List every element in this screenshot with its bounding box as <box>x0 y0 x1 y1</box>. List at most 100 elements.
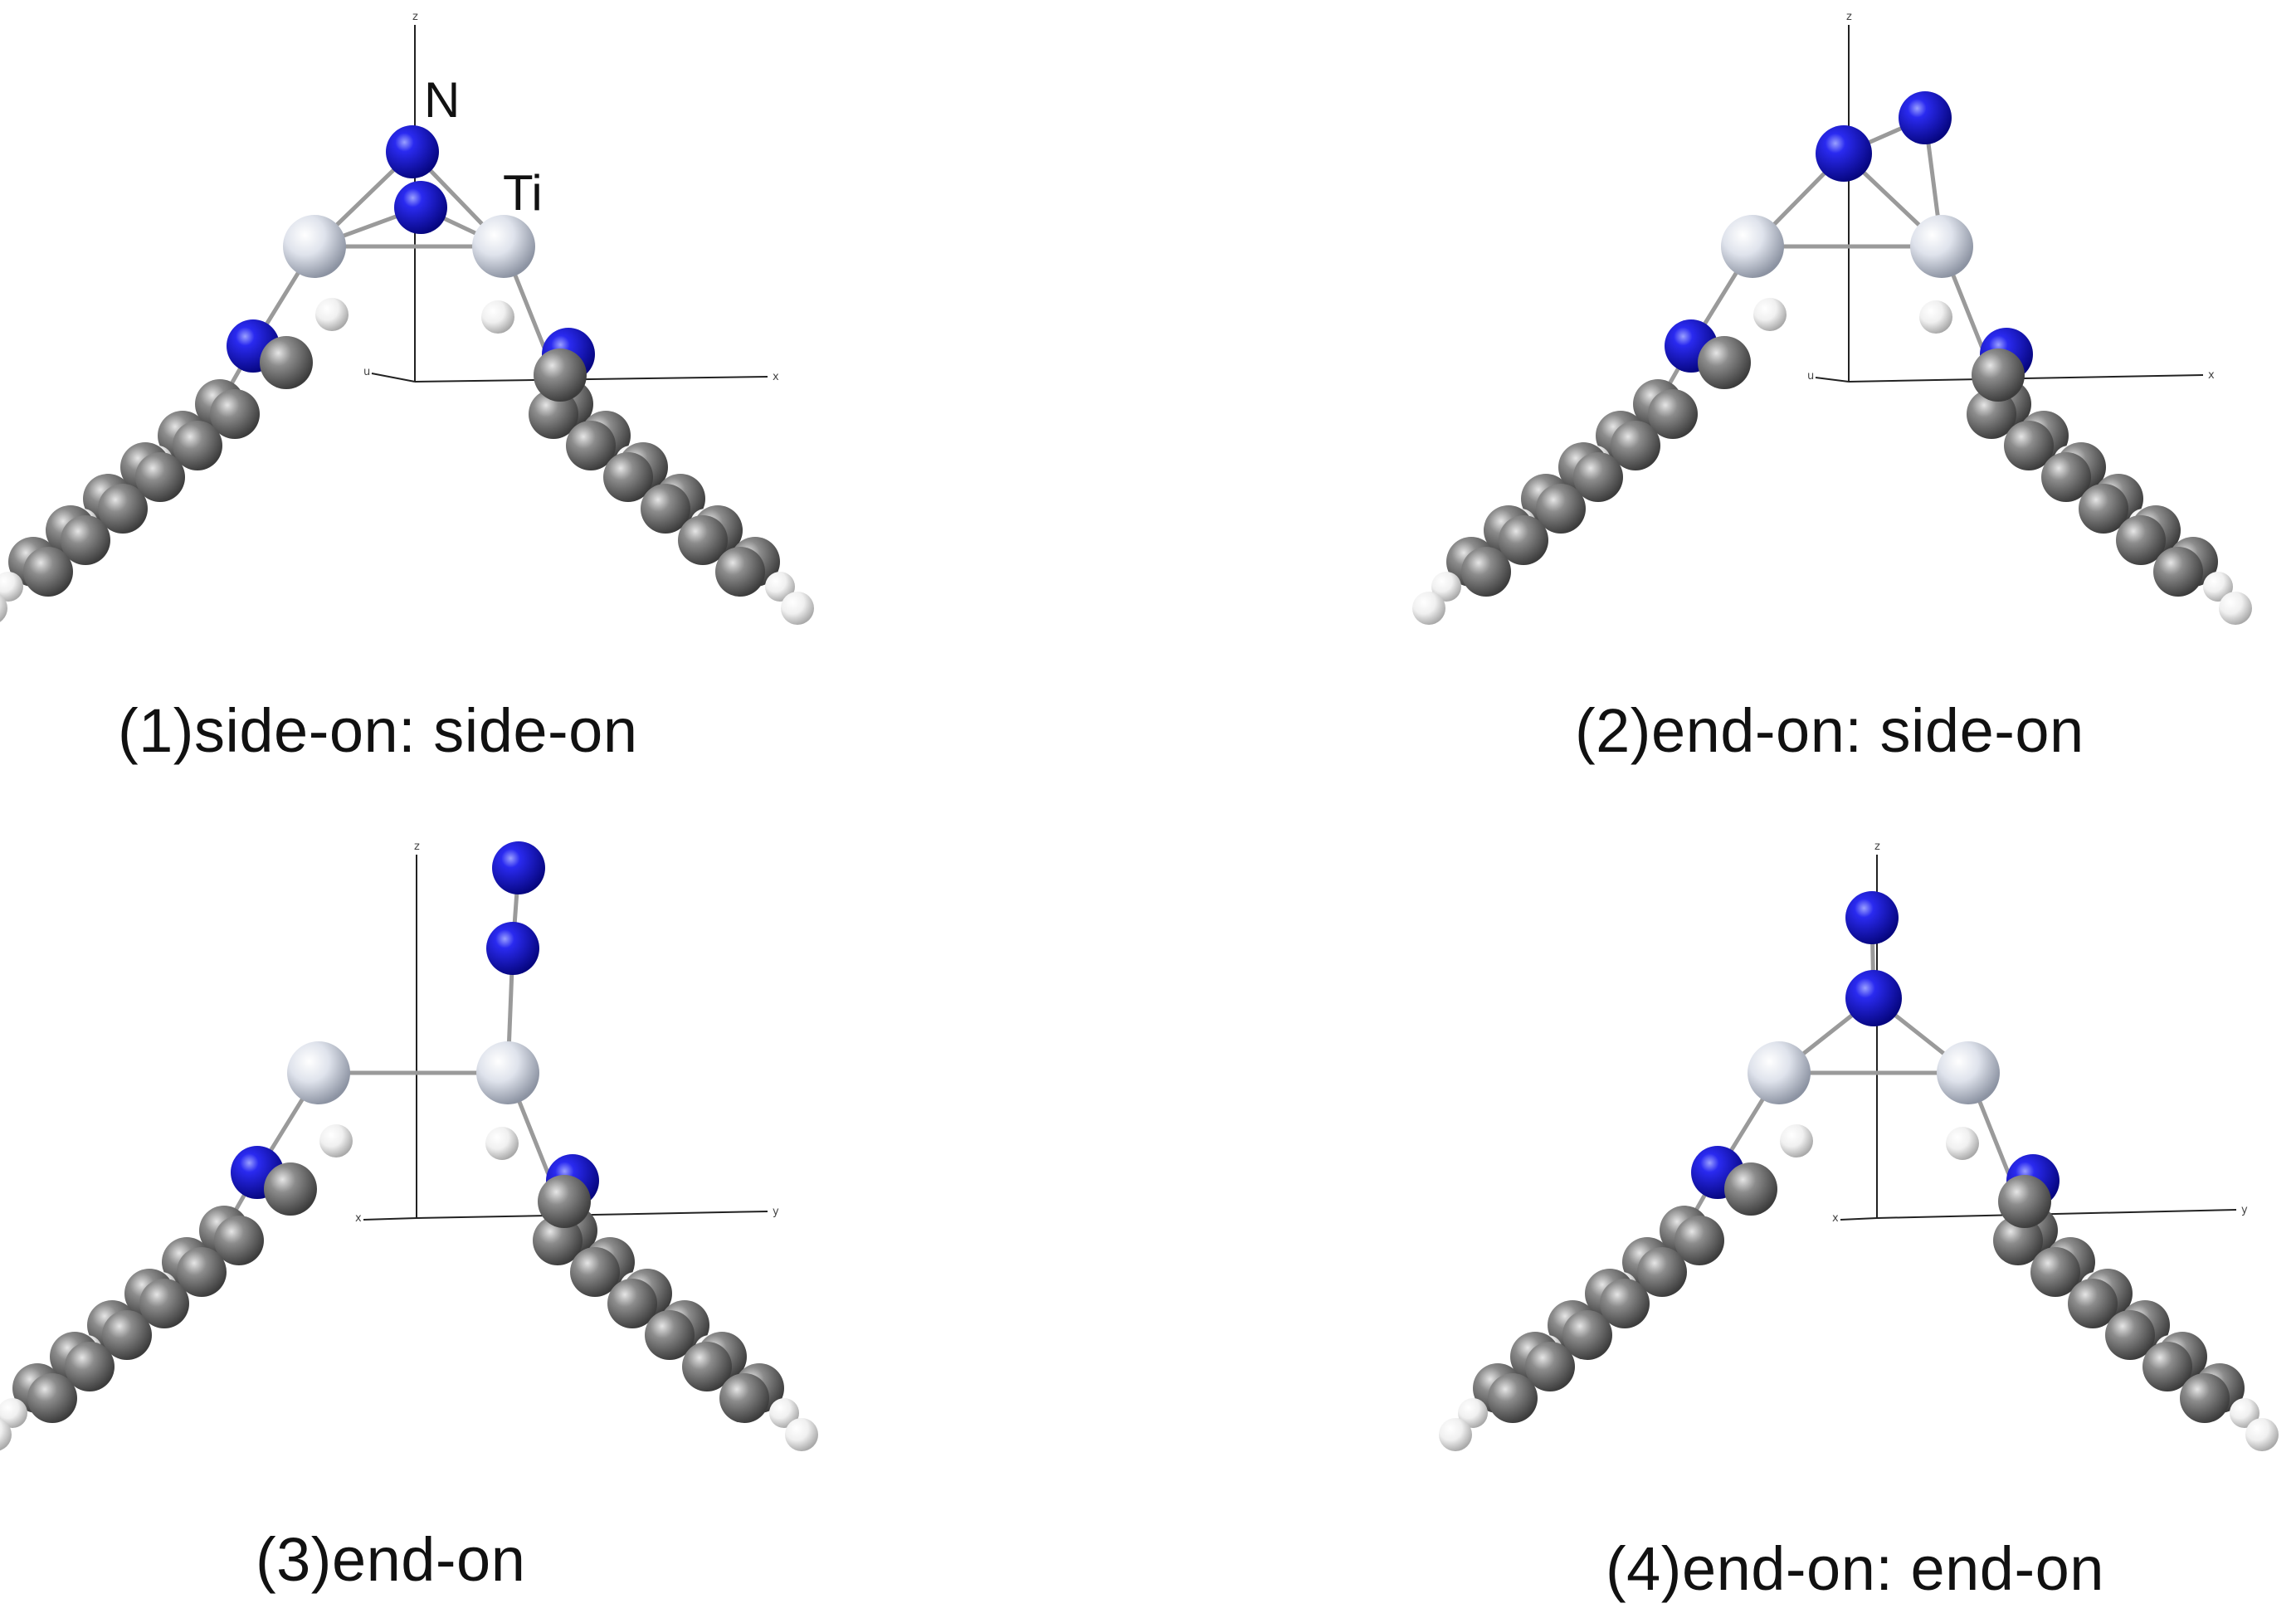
titanium-atom <box>283 215 346 278</box>
horizontal-axis-label: x <box>2208 369 2215 382</box>
horizontal-axis-label: y <box>2241 1204 2248 1216</box>
titanium-atom <box>476 1041 539 1104</box>
z-axis-label: z <box>414 841 420 853</box>
hydrogen-atom <box>769 1398 799 1428</box>
carbon-atom <box>102 1310 152 1360</box>
carbon-atom <box>1724 1162 1777 1216</box>
panel-4-molecule: zyx <box>1439 841 2279 1451</box>
carbon-atom <box>1637 1247 1687 1297</box>
panel-1-caption: (1)side-on: side-on <box>118 696 638 765</box>
carbon-atom <box>264 1162 317 1216</box>
carbon-atom <box>645 1310 695 1360</box>
atoms <box>0 125 814 625</box>
carbon-atom <box>1674 1216 1724 1265</box>
carbon-atom <box>1600 1279 1650 1328</box>
carbon-atom <box>1499 515 1548 565</box>
hydrogen-atom <box>1439 1418 1472 1451</box>
carbon-atom <box>1698 336 1751 389</box>
hydrogen-atom <box>1753 298 1787 331</box>
z-axis-label: z <box>1846 11 1852 23</box>
hydrogen-atom <box>2219 592 2252 625</box>
carbon-atom <box>214 1216 264 1265</box>
left-axis-label: u <box>363 366 370 378</box>
hydrogen-atom <box>481 300 514 334</box>
carbon-atom <box>1488 1373 1538 1423</box>
nitrogen-atom <box>492 841 545 894</box>
hydrogen-atom <box>1458 1398 1488 1428</box>
panel-1-molecule: z x u <box>0 11 814 625</box>
hydrogen-atom <box>319 1124 353 1157</box>
hydrogen-atom <box>781 592 814 625</box>
carbon-atom <box>715 547 765 597</box>
hydrogen-atom <box>0 1418 12 1451</box>
panel-2-caption: (2)end-on: side-on <box>1575 696 2084 765</box>
carbon-atom <box>2030 1247 2080 1297</box>
carbon-atom <box>1648 389 1698 439</box>
panel-2-molecule: z x u <box>1412 11 2252 625</box>
carbon-atom <box>1461 547 1511 597</box>
hydrogen-atom <box>485 1127 519 1160</box>
coordinate-axes: z y x <box>355 841 779 1225</box>
atoms <box>1412 91 2252 625</box>
nitrogen-atom <box>1899 91 1952 144</box>
titanium-atom <box>1748 1041 1811 1104</box>
atoms <box>1439 891 2279 1451</box>
nitrogen-atom <box>386 125 439 178</box>
carbon-atom <box>2041 452 2091 502</box>
hydrogen-atom <box>1431 572 1461 602</box>
panel-3-caption: (3)end-on <box>256 1525 526 1594</box>
hydrogen-atom <box>0 594 7 622</box>
carbon-atom <box>678 515 728 565</box>
carbon-atom <box>61 515 110 565</box>
carbon-atom <box>607 1279 657 1328</box>
carbon-atom <box>2180 1373 2230 1423</box>
carbon-atom <box>2142 1342 2192 1391</box>
carbon-atom <box>2068 1279 2118 1328</box>
z-axis-label: z <box>412 11 418 23</box>
carbon-atom <box>719 1373 769 1423</box>
titanium-atom <box>1721 215 1784 278</box>
carbon-atom <box>538 1175 591 1228</box>
horizontal-axis-label: x <box>773 371 779 383</box>
carbon-atom <box>534 348 587 402</box>
carbon-atom <box>65 1342 115 1391</box>
hydrogen-atom <box>2203 572 2233 602</box>
left-axis-label: x <box>355 1212 362 1225</box>
hydrogen-atom <box>1780 1124 1813 1157</box>
atoms <box>0 841 818 1451</box>
carbon-atom <box>2079 484 2128 534</box>
nitrogen-atom <box>394 181 447 234</box>
carbon-atom <box>173 421 222 470</box>
carbon-atom <box>682 1342 732 1391</box>
hydrogen-atom <box>2230 1398 2259 1428</box>
carbon-atom <box>533 1216 583 1265</box>
carbon-atom <box>2105 1310 2155 1360</box>
hydrogen-atom <box>1946 1127 1979 1160</box>
hydrogen-atom <box>2245 1418 2279 1451</box>
carbon-atom <box>1562 1310 1612 1360</box>
left-axis-label: u <box>1807 370 1814 383</box>
carbon-atom <box>529 389 578 439</box>
carbon-atom <box>566 421 616 470</box>
carbon-atom <box>135 452 185 502</box>
horizontal-axis-label: y <box>773 1206 779 1218</box>
titanium-atom <box>472 215 535 278</box>
titanium-atom <box>1910 215 1973 278</box>
carbon-atom <box>23 547 73 597</box>
carbon-atom <box>641 484 690 534</box>
z-axis-label: z <box>1874 841 1880 853</box>
carbon-atom <box>210 389 260 439</box>
nitrogen-atom <box>486 922 539 975</box>
carbon-atom <box>177 1247 227 1297</box>
carbon-atom <box>2153 547 2203 597</box>
carbon-atom <box>1972 348 2025 402</box>
nitrogen-atom <box>1816 125 1872 182</box>
titanium-atom <box>1937 1041 2000 1104</box>
carbon-atom <box>1611 421 1660 470</box>
nitrogen-atom <box>1845 970 1902 1026</box>
carbon-atom <box>1536 484 1586 534</box>
carbon-atom <box>570 1247 620 1297</box>
carbon-atom <box>603 452 653 502</box>
titanium-atom <box>287 1041 350 1104</box>
